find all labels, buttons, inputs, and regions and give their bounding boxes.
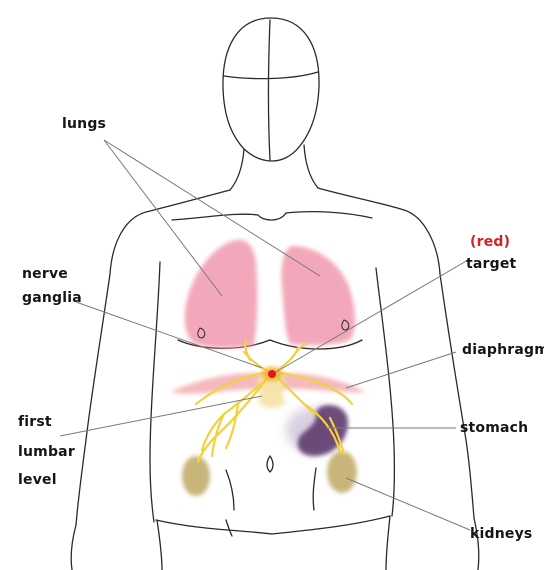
kidneys-label: kidneys bbox=[470, 526, 532, 543]
nerve-ganglia-label-line2: ganglia bbox=[22, 290, 82, 307]
leader-lines bbox=[60, 140, 470, 530]
first-lumbar-leader bbox=[60, 396, 262, 436]
diaphragm-leader bbox=[346, 352, 456, 388]
right-kidney bbox=[327, 451, 357, 493]
lungs-leader-1 bbox=[104, 140, 222, 296]
head-outline bbox=[223, 18, 319, 161]
diaphragm-label: diaphragm bbox=[462, 342, 544, 359]
lungs-label: lungs bbox=[62, 116, 106, 133]
target-dot bbox=[268, 370, 276, 378]
stomach-label: stomach bbox=[460, 420, 528, 437]
right-lung bbox=[282, 246, 356, 345]
torso-outline bbox=[71, 145, 479, 570]
lungs bbox=[185, 240, 355, 348]
left-kidney bbox=[182, 456, 210, 496]
nerve-ganglia-label-line1: nerve bbox=[22, 266, 68, 283]
first-lumbar-label-line3: level bbox=[18, 472, 57, 489]
first-lumbar-label-line1: first bbox=[18, 414, 52, 431]
first-lumbar-label-line2: lumbar bbox=[18, 444, 75, 461]
target-label: target bbox=[466, 256, 516, 273]
red-note-label: (red) bbox=[470, 234, 510, 251]
left-lung bbox=[185, 240, 258, 348]
